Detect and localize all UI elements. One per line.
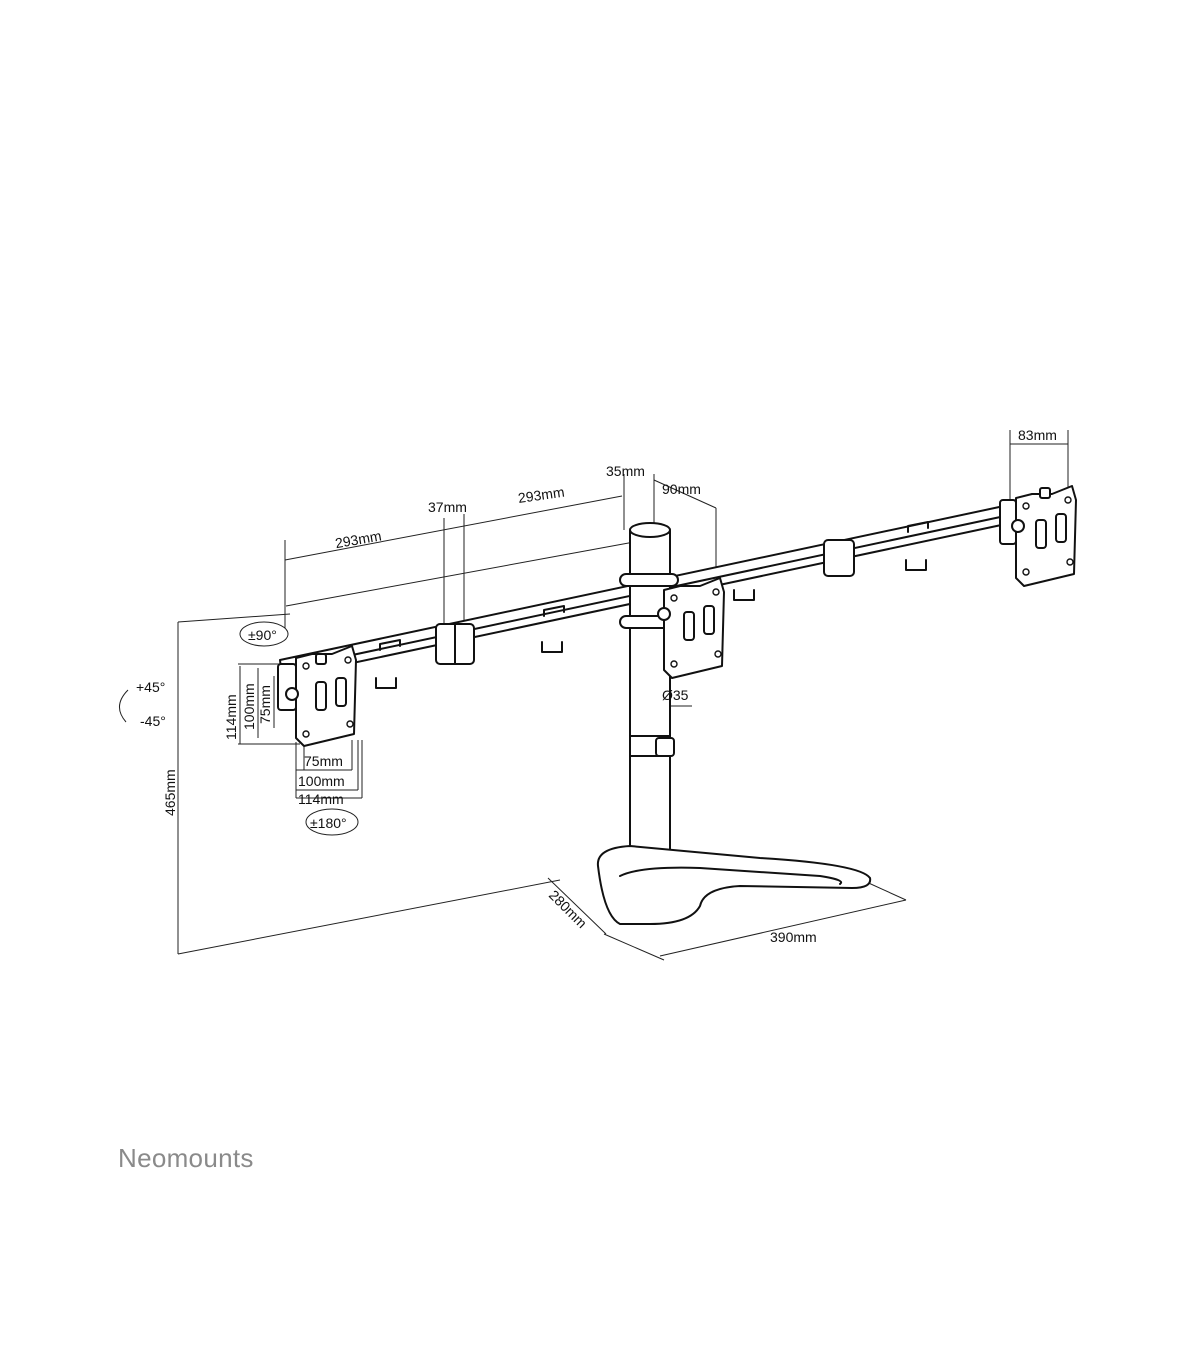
- label-plate-width: 83mm: [1018, 427, 1057, 443]
- brand-logo: Neomounts: [118, 1143, 254, 1173]
- vesa-plate-right: [999, 485, 1077, 587]
- rotation-badge: [239, 621, 289, 647]
- label-tilt-up: +45°: [136, 679, 165, 695]
- label-pole-diameter: Ø35: [662, 687, 689, 703]
- vesa-plate-center: [657, 577, 725, 679]
- label-total-height: 465mm: [162, 769, 178, 816]
- label-pole-width: 35mm: [606, 463, 645, 479]
- label-base-width: 390mm: [770, 929, 817, 945]
- label-rotation: ±90°: [248, 627, 277, 643]
- label-arm-left: 293mm: [334, 527, 383, 551]
- swivel-badge: [305, 808, 359, 836]
- dimension-lines: [119, 430, 1069, 961]
- label-swivel: ±180°: [310, 815, 347, 831]
- label-pole-offset: 90mm: [662, 481, 701, 497]
- vesa-plate-left: [277, 645, 357, 747]
- label-vesa-h114: 114mm: [298, 791, 344, 807]
- label-base-depth: 280mm: [546, 887, 590, 931]
- label-vesa-v114: 114mm: [223, 694, 239, 740]
- label-tilt-down: -45°: [140, 713, 166, 729]
- label-arm-right: 293mm: [517, 484, 565, 506]
- label-vesa-v100: 100mm: [241, 683, 257, 730]
- label-vesa-v75: 75mm: [257, 685, 273, 724]
- label-joint-width: 37mm: [428, 499, 467, 515]
- label-vesa-h100: 100mm: [298, 773, 345, 789]
- pole: [619, 522, 679, 857]
- base: [596, 845, 872, 925]
- label-vesa-h75: 75mm: [304, 753, 343, 769]
- dimension-labels: 293mm 37mm 293mm 35mm 90mm 83mm Ø35 ±90°…: [136, 427, 1057, 945]
